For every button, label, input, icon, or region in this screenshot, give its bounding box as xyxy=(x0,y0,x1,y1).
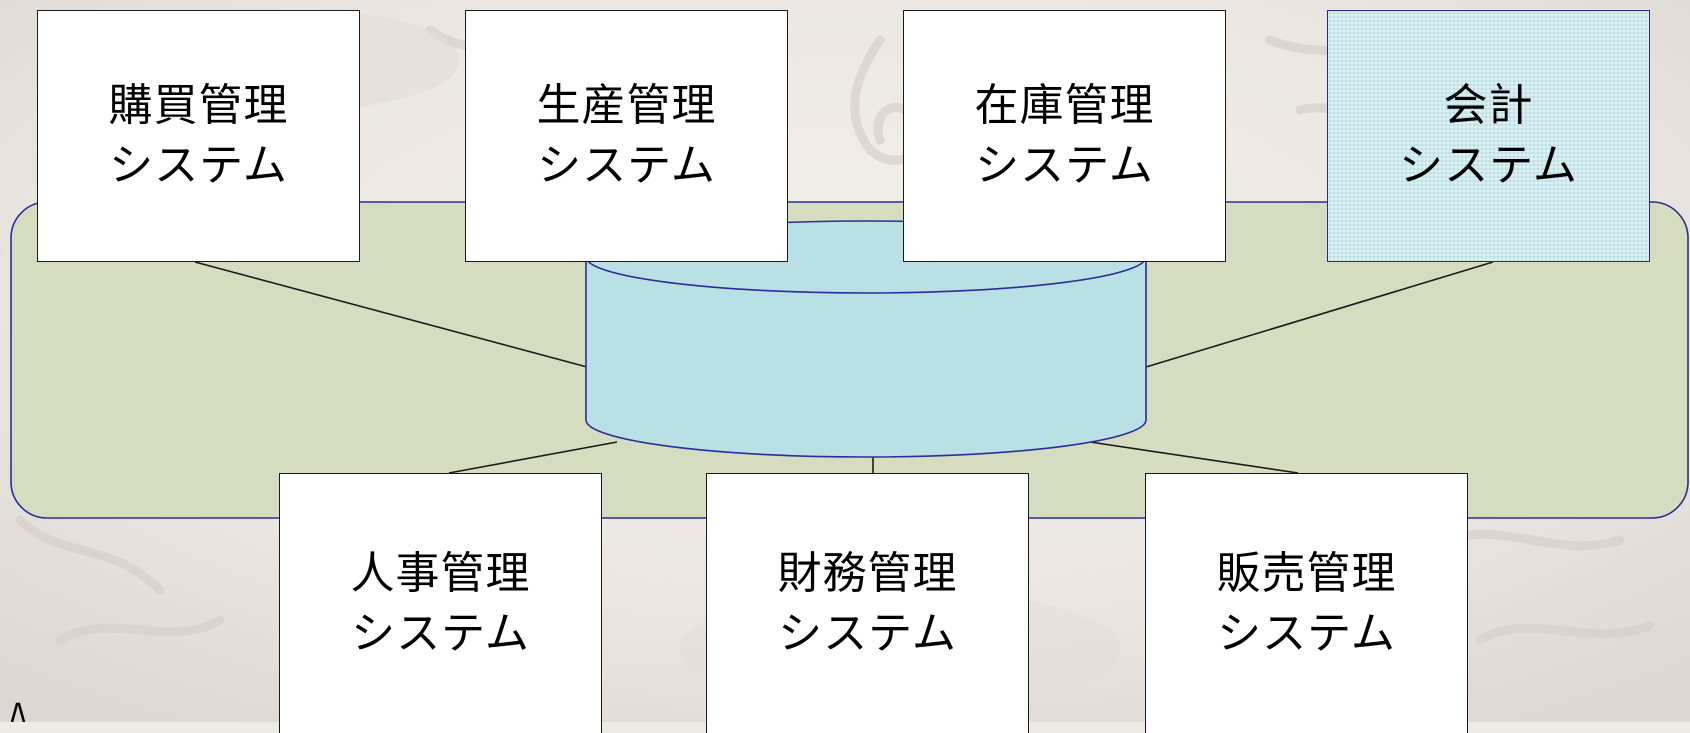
connector-purchasing xyxy=(194,261,588,368)
purchasing-system-label: 購買管理 xyxy=(108,80,289,131)
accounting-system-sublabel: システム xyxy=(1399,140,1578,191)
accounting-system-label: 会計 xyxy=(1443,80,1534,131)
connector-lines xyxy=(194,261,1494,474)
connector-accounting xyxy=(1145,261,1494,368)
connector-hr xyxy=(448,441,618,474)
corner-mark-icon xyxy=(10,702,26,722)
connector-sales xyxy=(1089,441,1299,474)
finance-system-label: 財務管理 xyxy=(777,548,958,599)
hr-system-label: 人事管理 xyxy=(350,548,531,599)
inventory-system-sublabel: システム xyxy=(975,140,1154,191)
inventory-system-box[interactable]: 在庫管理 システム xyxy=(903,10,1226,262)
sales-system-sublabel: システム xyxy=(1217,608,1396,659)
sales-system-label: 販売管理 xyxy=(1216,548,1397,599)
production-system-box[interactable]: 生産管理 システム xyxy=(465,10,788,262)
purchasing-system-box[interactable]: 購買管理 システム xyxy=(37,10,360,262)
production-system-sublabel: システム xyxy=(537,140,716,191)
sales-system-box[interactable]: 販売管理 システム xyxy=(1145,473,1468,733)
hr-system-sublabel: システム xyxy=(351,608,530,659)
purchasing-system-sublabel: システム xyxy=(109,140,288,191)
hr-system-box[interactable]: 人事管理 システム xyxy=(279,473,602,733)
production-system-label: 生産管理 xyxy=(536,80,717,131)
inventory-system-label: 在庫管理 xyxy=(974,80,1155,131)
accounting-system-box[interactable]: 会計 システム xyxy=(1327,10,1650,262)
finance-system-sublabel: システム xyxy=(778,608,957,659)
finance-system-box[interactable]: 財務管理 システム xyxy=(706,473,1029,733)
